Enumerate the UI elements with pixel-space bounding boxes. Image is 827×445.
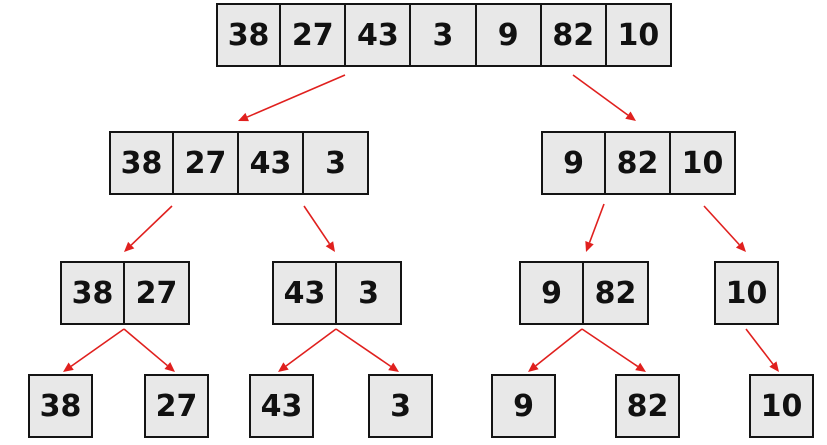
array-cell: 38 [216,3,282,67]
split-arrow [335,328,399,372]
array-cell: 3 [337,261,402,325]
split-arrow [278,328,337,372]
array-cell: 3 [411,3,477,67]
array-level-3-6: 10 [749,374,814,438]
array-cell: 27 [125,261,190,325]
array-cell: 10 [671,131,736,195]
array-cell: 27 [144,374,209,438]
array-cell: 82 [615,374,680,438]
split-arrow [63,328,125,372]
array-level-3-5: 82 [615,374,680,438]
split-arrow [303,205,335,252]
array-cell: 38 [60,261,125,325]
split-arrow [585,203,605,252]
split-arrow [123,328,175,372]
array-cell: 9 [519,261,584,325]
array-cell: 10 [749,374,814,438]
array-cell: 38 [28,374,93,438]
array-level-3-0: 38 [28,374,93,438]
split-arrow [124,205,173,252]
array-level-3-2: 43 [249,374,314,438]
array-cell: 27 [281,3,347,67]
array-level-3-3: 3 [368,374,433,438]
array-cell: 82 [541,3,607,67]
array-cell: 43 [249,374,314,438]
split-arrow [745,328,779,372]
array-cell: 10 [714,261,779,325]
array-cell: 9 [541,131,606,195]
array-level-2-3: 10 [714,261,779,325]
split-arrow [528,328,583,372]
array-cell: 43 [346,3,412,67]
array-cell: 82 [584,261,649,325]
split-arrow [238,74,346,122]
array-cell: 38 [109,131,174,195]
array-cell: 10 [606,3,672,67]
array-level-3-4: 9 [491,374,556,438]
array-cell: 27 [174,131,239,195]
array-cell: 9 [491,374,556,438]
array-cell: 82 [606,131,671,195]
split-arrow [703,205,746,252]
array-cell: 3 [368,374,433,438]
array-cell: 3 [304,131,369,195]
split-arrow [572,74,636,121]
array-level-3-1: 27 [144,374,209,438]
array-cell: 43 [272,261,337,325]
array-cell: 43 [239,131,304,195]
split-arrow [581,328,646,372]
array-cell: 9 [476,3,542,67]
